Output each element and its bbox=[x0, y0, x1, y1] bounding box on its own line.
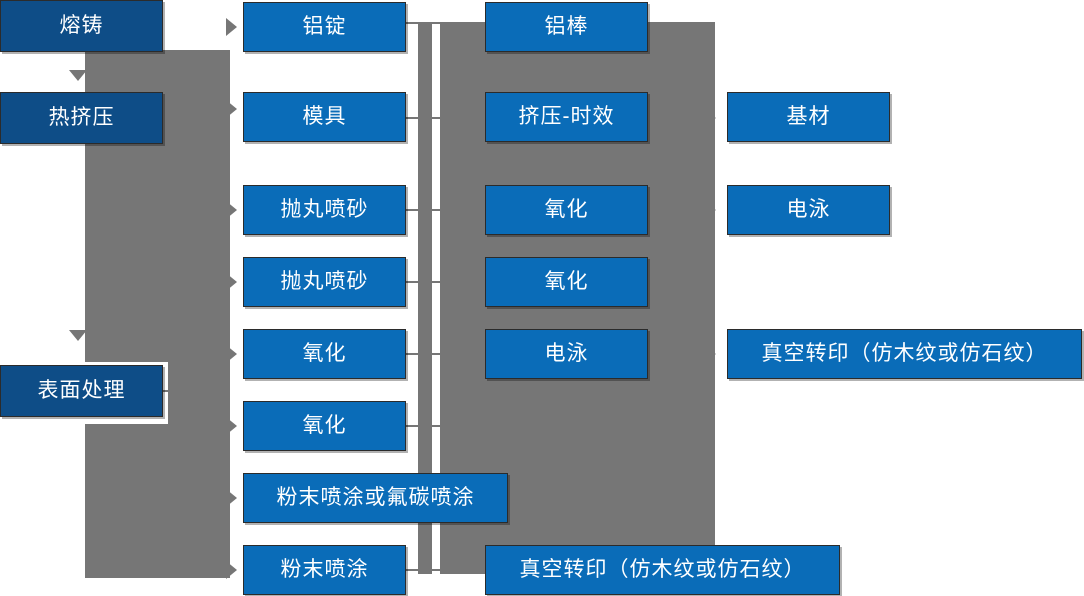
node-input-6[interactable]: 粉末喷涂或氟碳喷涂 bbox=[243, 473, 508, 523]
node-label: 抛丸喷砂 bbox=[280, 270, 369, 294]
triangle-down-icon-1 bbox=[69, 70, 87, 81]
triangle-right-icon-c1-6 bbox=[226, 417, 237, 435]
node-label: 挤压-时效 bbox=[518, 105, 615, 129]
node-input-3[interactable]: 抛丸喷砂 bbox=[243, 257, 406, 307]
node-label: 铝棒 bbox=[544, 15, 589, 39]
node-label: 基材 bbox=[786, 105, 831, 129]
node-label: 氧化 bbox=[544, 198, 589, 222]
input-tick-5 bbox=[404, 353, 440, 355]
input-tick-1 bbox=[404, 22, 440, 24]
node-stage-0[interactable]: 熔铸 bbox=[0, 0, 163, 52]
triangle-right-icon-c1-3 bbox=[226, 201, 237, 219]
node-process-1[interactable]: 挤压-时效 bbox=[485, 92, 648, 142]
node-stage-1[interactable]: 热挤压 bbox=[0, 92, 163, 144]
node-input-4[interactable]: 氧化 bbox=[243, 329, 406, 379]
triangle-right-icon-c1-5 bbox=[226, 345, 237, 363]
node-output-0[interactable]: 基材 bbox=[727, 92, 890, 142]
node-label: 表面处理 bbox=[37, 379, 126, 403]
input-tick-2 bbox=[404, 117, 440, 119]
node-label: 真空转印（仿木纹或仿石纹） bbox=[519, 558, 806, 582]
node-label: 氧化 bbox=[544, 270, 589, 294]
node-label: 电泳 bbox=[786, 198, 831, 222]
node-input-7[interactable]: 粉末喷涂 bbox=[243, 545, 406, 595]
triangle-right-icon-c1-8 bbox=[226, 561, 237, 579]
triangle-right-icon-out-1 bbox=[707, 112, 716, 124]
node-output-2[interactable]: 真空转印（仿木纹或仿石纹） bbox=[727, 329, 1082, 379]
triangle-right-icon-c1-7 bbox=[226, 489, 237, 507]
triangle-right-icon-c1-2 bbox=[226, 100, 237, 118]
node-process-5[interactable]: 真空转印（仿木纹或仿石纹） bbox=[485, 545, 840, 595]
triangle-right-icon-out-3 bbox=[707, 348, 716, 360]
node-process-4[interactable]: 电泳 bbox=[485, 329, 648, 379]
node-input-1[interactable]: 模具 bbox=[243, 92, 406, 142]
input-tick-3 bbox=[404, 209, 440, 211]
node-stage-2[interactable]: 表面处理 bbox=[0, 365, 163, 417]
node-process-0[interactable]: 铝棒 bbox=[485, 2, 648, 52]
triangle-right-icon-c1-1 bbox=[226, 18, 237, 36]
triangle-right-icon-c1-4 bbox=[226, 273, 237, 291]
input-tick-8 bbox=[404, 569, 440, 571]
node-label: 氧化 bbox=[302, 414, 347, 438]
triangle-down-icon-2 bbox=[69, 330, 87, 341]
node-label: 电泳 bbox=[544, 342, 589, 366]
node-process-3[interactable]: 氧化 bbox=[485, 257, 648, 307]
node-label: 模具 bbox=[302, 105, 347, 129]
node-input-5[interactable]: 氧化 bbox=[243, 401, 406, 451]
surface-treatment-stub bbox=[163, 390, 183, 392]
node-label: 氧化 bbox=[302, 342, 347, 366]
node-input-2[interactable]: 抛丸喷砂 bbox=[243, 185, 406, 235]
node-label: 抛丸喷砂 bbox=[280, 198, 369, 222]
node-label: 粉末喷涂或氟碳喷涂 bbox=[276, 486, 475, 510]
node-process-2[interactable]: 氧化 bbox=[485, 185, 648, 235]
node-label: 真空转印（仿木纹或仿石纹） bbox=[761, 342, 1048, 366]
node-label: 熔铸 bbox=[59, 14, 104, 38]
node-label: 热挤压 bbox=[48, 106, 115, 130]
input-tick-6 bbox=[404, 425, 440, 427]
node-label: 粉末喷涂 bbox=[280, 558, 369, 582]
node-label: 铝锭 bbox=[302, 15, 347, 39]
node-output-1[interactable]: 电泳 bbox=[727, 185, 890, 235]
input-tick-4 bbox=[404, 281, 440, 283]
input-column-spine bbox=[418, 22, 432, 574]
node-input-0[interactable]: 铝锭 bbox=[243, 2, 406, 52]
triangle-right-icon-out-2 bbox=[707, 204, 716, 216]
